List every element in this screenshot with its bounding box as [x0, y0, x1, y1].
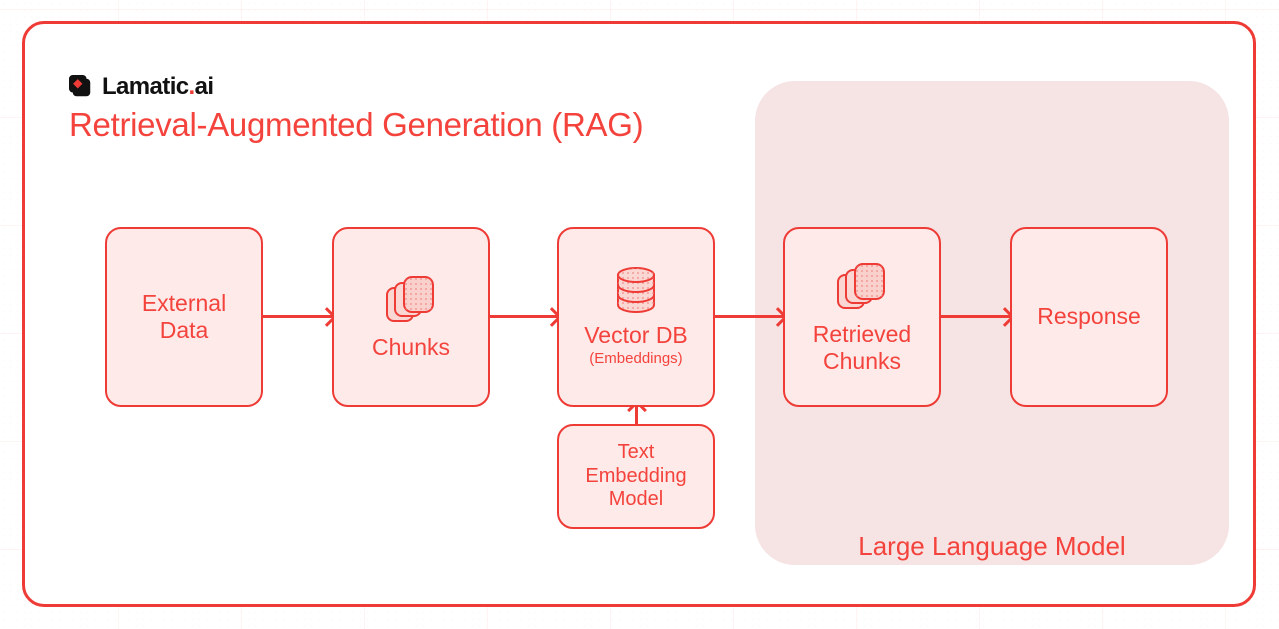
database-cylinder-icon [617, 267, 655, 314]
node-response-label: Response [1037, 303, 1141, 330]
brand-suffix: ai [194, 73, 214, 100]
brand-dot: . [188, 73, 196, 100]
node-external-data[interactable]: External Data [105, 227, 263, 407]
node-chunks[interactable]: Chunks [332, 227, 490, 407]
node-external-data-label: External Data [141, 289, 227, 343]
lamatic-diamond-logo-icon [69, 74, 91, 96]
node-retrieved-chunks[interactable]: Retrieved Chunks [783, 227, 941, 407]
page-title: Retrieval-Augmented Generation (RAG) [69, 106, 644, 143]
node-text-embedding-model[interactable]: Text Embedding Model [557, 424, 715, 529]
arrow-retrieved-to-response [941, 315, 1011, 318]
node-retrieved-chunks-label: Retrieved Chunks [812, 320, 912, 374]
arrow-external-to-chunks [263, 315, 333, 318]
diagram-card: Large Language Model Lamatic.ai Retrieva… [22, 21, 1256, 607]
node-response[interactable]: Response [1010, 227, 1168, 407]
llm-region-label: Large Language Model [858, 531, 1126, 561]
brand-name-text: Lamatic [102, 73, 189, 100]
node-chunks-label: Chunks [372, 334, 450, 361]
arrow-chunks-to-vectordb [490, 315, 558, 318]
node-vector-db[interactable]: Vector DB (Embeddings) [557, 227, 715, 407]
arrow-vectordb-to-retrieved [715, 315, 784, 318]
brand-name: Lamatic.ai [102, 73, 214, 101]
brand-logo-group: Lamatic.ai [69, 73, 214, 101]
stacked-cards-icon [386, 276, 434, 323]
node-text-embedding-model-label: Text Embedding Model [585, 441, 687, 511]
node-vector-db-label: Vector DB [584, 322, 688, 349]
node-vector-db-sublabel: (Embeddings) [589, 350, 683, 368]
stacked-cards-icon [837, 262, 885, 309]
